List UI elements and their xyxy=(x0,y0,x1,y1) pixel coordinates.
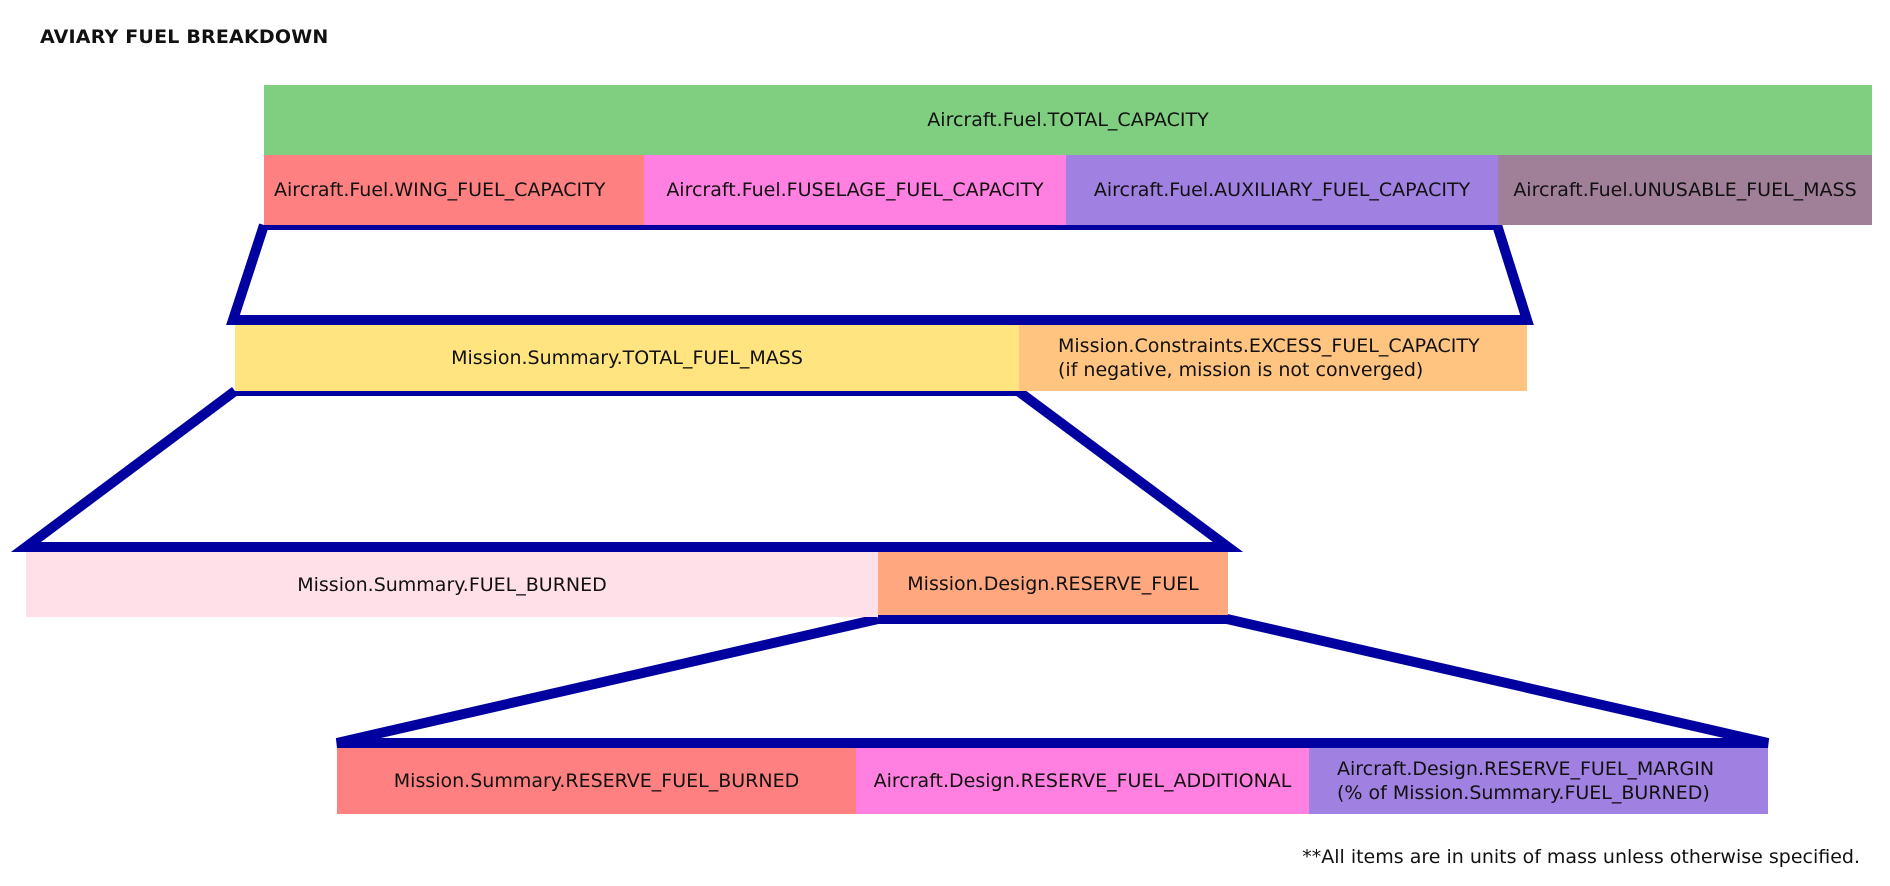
total-capacity-label: Aircraft.Fuel.TOTAL_CAPACITY xyxy=(927,109,1209,131)
wing-fuel-capacity-block: Aircraft.Fuel.WING_FUEL_CAPACITY xyxy=(264,155,644,225)
fuselage-fuel-capacity-block: Aircraft.Fuel.FUSELAGE_FUEL_CAPACITY xyxy=(644,155,1066,225)
fuel-burned-block: Mission.Summary.FUEL_BURNED xyxy=(26,552,878,617)
unusable-fuel-mass-label: Aircraft.Fuel.UNUSABLE_FUEL_MASS xyxy=(1513,179,1857,201)
units-footnote: **All items are in units of mass unless … xyxy=(1302,846,1860,868)
reserve-fuel-margin-block: Aircraft.Design.RESERVE_FUEL_MARGIN (% o… xyxy=(1309,748,1768,814)
reserve-fuel-margin-label: Aircraft.Design.RESERVE_FUEL_MARGIN xyxy=(1337,758,1715,780)
diagram-title: AVIARY FUEL BREAKDOWN xyxy=(40,26,329,48)
reserve-fuel-block: Mission.Design.RESERVE_FUEL xyxy=(878,552,1228,615)
reserve-fuel-additional-label: Aircraft.Design.RESERVE_FUEL_ADDITIONAL xyxy=(873,770,1292,792)
unusable-fuel-mass-block: Aircraft.Fuel.UNUSABLE_FUEL_MASS xyxy=(1498,155,1872,225)
reserve-fuel-label: Mission.Design.RESERVE_FUEL xyxy=(907,572,1199,595)
funnel-connector-1 xyxy=(226,220,1534,325)
auxiliary-fuel-capacity-label: Aircraft.Fuel.AUXILIARY_FUEL_CAPACITY xyxy=(1093,179,1471,201)
wing-fuel-capacity-label: Aircraft.Fuel.WING_FUEL_CAPACITY xyxy=(274,179,606,201)
total-fuel-mass-block: Mission.Summary.TOTAL_FUEL_MASS xyxy=(235,325,1019,391)
total-fuel-mass-label: Mission.Summary.TOTAL_FUEL_MASS xyxy=(451,347,803,369)
reserve-fuel-burned-label: Mission.Summary.RESERVE_FUEL_BURNED xyxy=(393,770,800,792)
funnel-connector-2 xyxy=(10,386,1244,552)
reserve-fuel-additional-block: Aircraft.Design.RESERVE_FUEL_ADDITIONAL xyxy=(856,748,1309,814)
funnel-connector-3 xyxy=(335,614,1770,748)
excess-fuel-capacity-note: (if negative, mission is not converged) xyxy=(1058,359,1424,381)
reserve-fuel-margin-note: (% of Mission.Summary.FUEL_BURNED) xyxy=(1337,782,1710,804)
excess-fuel-capacity-label: Mission.Constraints.EXCESS_FUEL_CAPACITY xyxy=(1058,335,1480,357)
fuel-burned-label: Mission.Summary.FUEL_BURNED xyxy=(297,573,607,596)
fuselage-fuel-capacity-label: Aircraft.Fuel.FUSELAGE_FUEL_CAPACITY xyxy=(666,179,1044,201)
excess-fuel-capacity-block: Mission.Constraints.EXCESS_FUEL_CAPACITY… xyxy=(1019,325,1527,391)
reserve-fuel-burned-block: Mission.Summary.RESERVE_FUEL_BURNED xyxy=(337,748,856,814)
auxiliary-fuel-capacity-block: Aircraft.Fuel.AUXILIARY_FUEL_CAPACITY xyxy=(1066,155,1498,225)
total-capacity-block: Aircraft.Fuel.TOTAL_CAPACITY xyxy=(264,85,1872,155)
